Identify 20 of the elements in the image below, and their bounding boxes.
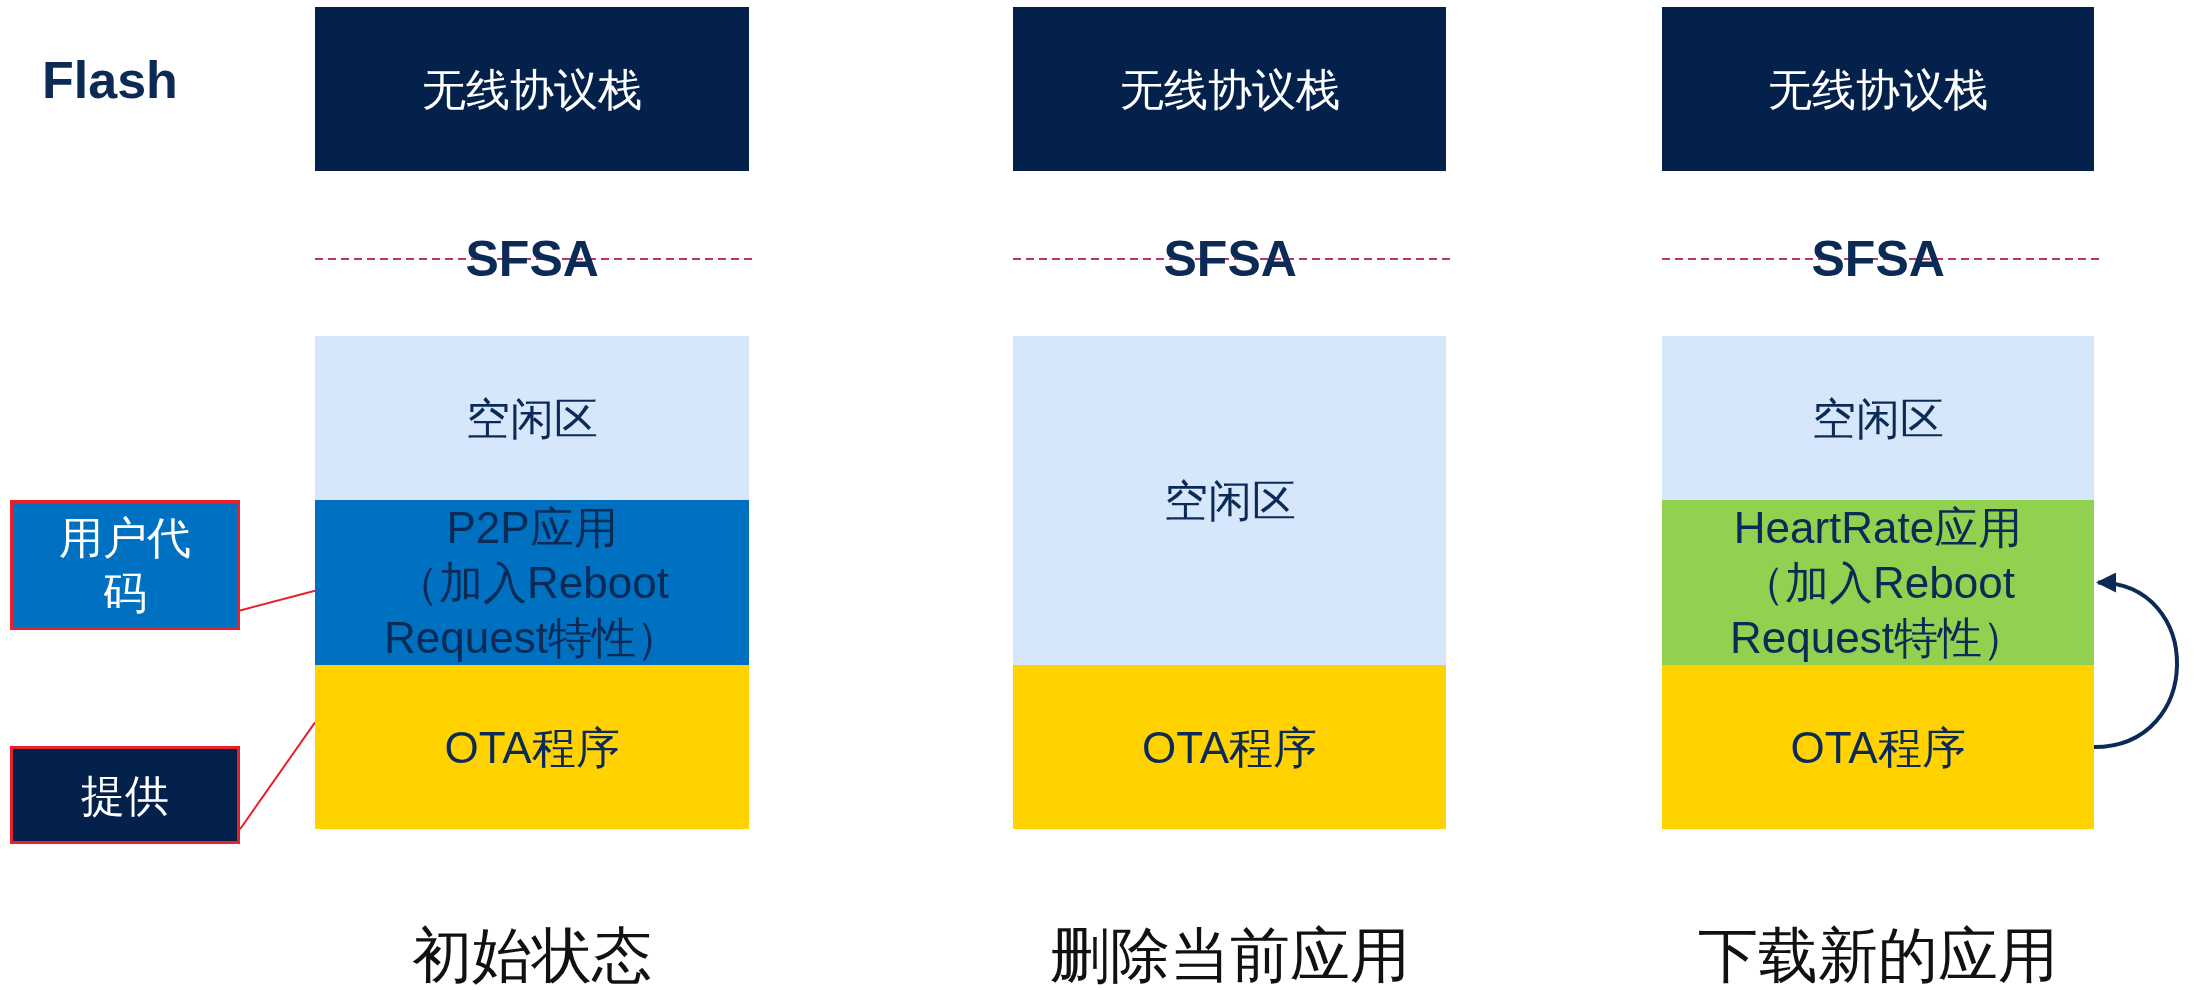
state-caption: 初始状态 (412, 920, 652, 990)
memory-block: HeartRate应用 （加入Reboot Request特性） (1662, 500, 2094, 665)
callout-box: 提供 (10, 746, 240, 844)
memory-block: OTA程序 (315, 665, 749, 829)
memory-block: 空闲区 (315, 336, 749, 500)
state-caption: 下载新的应用 (1698, 920, 2058, 990)
leader-line (239, 721, 316, 831)
state-caption: 删除当前应用 (1050, 920, 1410, 990)
flash-heading: Flash (42, 50, 178, 110)
memory-block: 无线协议栈 (1662, 7, 2094, 171)
curved-arrow (2093, 574, 2179, 749)
memory-block: OTA程序 (1013, 665, 1446, 829)
memory-block: OTA程序 (1662, 665, 2094, 829)
memory-block: 无线协议栈 (315, 7, 749, 171)
memory-block: 无线协议栈 (1013, 7, 1446, 171)
memory-block: 空闲区 (1662, 336, 2094, 500)
leader-line (239, 589, 316, 612)
callout-box: 用户代码 (10, 500, 240, 630)
memory-block: P2P应用 （加入Reboot Request特性） (315, 500, 749, 665)
memory-block: 空闲区 (1013, 336, 1446, 665)
